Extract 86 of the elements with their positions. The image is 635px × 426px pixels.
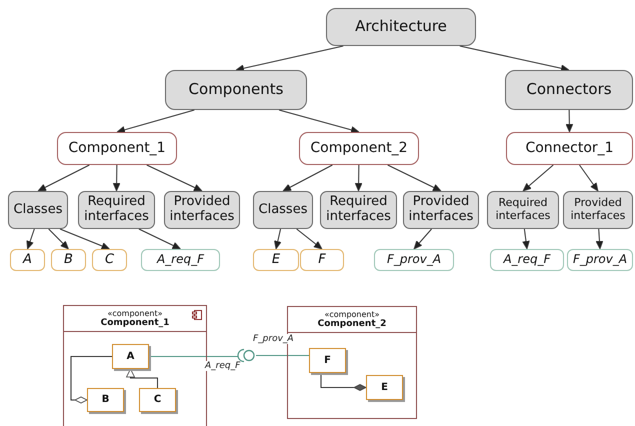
arrow bbox=[38, 164, 90, 192]
arrow bbox=[387, 164, 442, 192]
component-box bbox=[506, 132, 633, 165]
node-label: Connector_1 bbox=[525, 140, 614, 157]
node-label: F bbox=[318, 252, 326, 268]
node-label: Components bbox=[188, 81, 284, 99]
category-box bbox=[78, 191, 155, 229]
arrow bbox=[278, 110, 360, 134]
arrow bbox=[112, 164, 120, 192]
arrow bbox=[522, 164, 554, 192]
component-box bbox=[299, 132, 419, 165]
interface-box bbox=[490, 249, 564, 271]
node-label: Provided interfaces bbox=[168, 195, 236, 225]
arrow bbox=[48, 228, 69, 250]
arrow bbox=[236, 46, 344, 72]
category-box bbox=[8, 191, 68, 229]
node-label: Classes bbox=[258, 202, 308, 218]
interface-ball-socket bbox=[238, 349, 256, 362]
node-label: Architecture bbox=[355, 18, 447, 36]
edge-label: A_req_F bbox=[204, 360, 242, 370]
uml-class-box bbox=[139, 388, 176, 412]
node-label: B bbox=[102, 394, 110, 406]
node-label: Provided interfaces bbox=[408, 195, 474, 225]
arrow bbox=[126, 368, 158, 388]
node-label: F bbox=[324, 354, 331, 366]
node-label: Classes bbox=[14, 202, 62, 218]
arrow bbox=[138, 228, 181, 250]
class-box bbox=[51, 249, 86, 271]
uml-class-box bbox=[366, 375, 403, 400]
node-label: A_req_F bbox=[503, 253, 551, 267]
category-box bbox=[320, 191, 397, 229]
node-label: Required interfaces bbox=[325, 195, 392, 225]
node-label: Required interfaces bbox=[494, 197, 552, 223]
node-label: Required interfaces bbox=[83, 195, 150, 225]
stereotype-label: «component» bbox=[324, 310, 380, 319]
arrow bbox=[60, 228, 110, 250]
node-label: C bbox=[154, 394, 162, 406]
connector-line bbox=[148, 356, 238, 357]
class-box bbox=[253, 249, 299, 271]
uml-class-box bbox=[112, 344, 149, 369]
category-box bbox=[487, 191, 559, 229]
arrow bbox=[459, 46, 570, 72]
arrow bbox=[116, 110, 195, 134]
interface-box bbox=[374, 249, 454, 271]
component-name: Component_2 bbox=[318, 318, 386, 330]
node-label: E bbox=[272, 252, 280, 268]
node-label: F_prov_A bbox=[572, 253, 628, 267]
connector-line bbox=[256, 355, 310, 356]
arrow bbox=[578, 164, 598, 192]
node-label: C bbox=[104, 252, 114, 268]
node-label: A bbox=[23, 252, 32, 268]
class-box bbox=[92, 249, 127, 271]
category-box bbox=[563, 191, 633, 229]
node-label: Component_1 bbox=[68, 140, 166, 157]
uml-class-box bbox=[87, 388, 124, 412]
arrow bbox=[296, 228, 322, 250]
class-box bbox=[300, 249, 344, 271]
category-box bbox=[326, 8, 476, 46]
node-label: Component_2 bbox=[310, 140, 408, 157]
class-box bbox=[10, 249, 45, 271]
arrow bbox=[596, 228, 604, 250]
interface-box bbox=[141, 249, 220, 271]
category-box bbox=[253, 191, 313, 229]
arrow bbox=[354, 164, 362, 192]
arrow bbox=[522, 228, 530, 250]
node-label: Provided interfaces bbox=[570, 197, 626, 223]
component-name: Component_1 bbox=[100, 318, 170, 328]
node-label: F_prov_A bbox=[386, 253, 442, 267]
arrow bbox=[414, 228, 432, 250]
node-label: A_req_F bbox=[156, 253, 204, 267]
arrow bbox=[565, 110, 574, 132]
arrow bbox=[146, 164, 202, 192]
stereotype-label: «component» bbox=[107, 308, 163, 318]
node-label: E bbox=[381, 382, 388, 394]
component-box bbox=[57, 132, 177, 165]
node-label: B bbox=[64, 252, 73, 268]
edge-label: F_prov_A bbox=[252, 334, 295, 344]
node-label: Connectors bbox=[526, 81, 612, 99]
category-box bbox=[165, 70, 307, 110]
arrow bbox=[26, 228, 35, 250]
node-label: A bbox=[126, 350, 134, 362]
interface-box bbox=[567, 249, 633, 271]
arrow bbox=[282, 164, 333, 192]
uml-class-box bbox=[309, 348, 346, 373]
arrow bbox=[274, 228, 282, 250]
category-box bbox=[505, 70, 633, 110]
